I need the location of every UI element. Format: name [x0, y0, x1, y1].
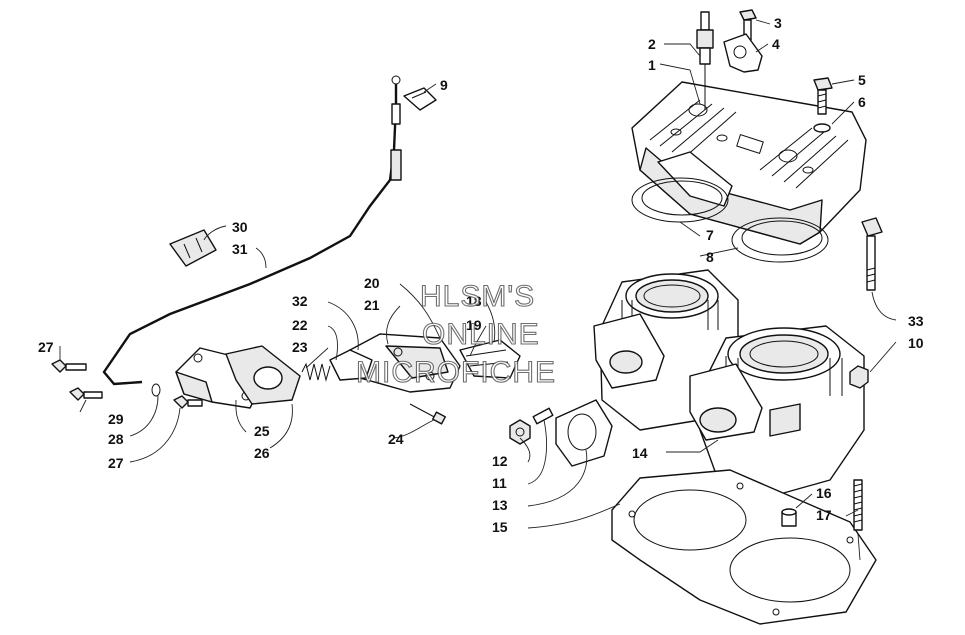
valve-spring	[301, 362, 331, 382]
callout-3: 3	[774, 15, 782, 31]
callout-31: 31	[232, 241, 248, 257]
callout-22: 22	[292, 317, 308, 333]
callout-14: 14	[632, 445, 648, 461]
cylinder-head	[631, 81, 867, 245]
watermark: HLSM'S ONLINE MICROFICHE	[355, 279, 556, 389]
exhaust-gasket	[555, 399, 613, 467]
callout-24: 24	[388, 431, 404, 447]
housing-screw	[409, 403, 446, 425]
cover-gasket	[225, 345, 301, 405]
base-gasket	[611, 469, 877, 625]
callout-21: 21	[364, 297, 380, 313]
control-cable	[102, 75, 402, 386]
callout-27-top: 27	[38, 339, 54, 355]
valve-blade	[329, 349, 373, 381]
callout-5: 5	[858, 72, 866, 88]
head-gaskets	[631, 177, 829, 263]
callouts: 1 2 3 4 5 6 7 8 9 30 31 33 10 27 29 28 2…	[38, 15, 924, 535]
callout-28: 28	[108, 431, 124, 447]
watermark-line-3: MICROFICHE	[356, 356, 556, 389]
flange-nut	[509, 419, 531, 445]
callout-17: 17	[816, 507, 832, 523]
callout-27-bottom: 27	[108, 455, 124, 471]
callout-12: 12	[492, 453, 508, 469]
callout-29: 29	[108, 411, 124, 427]
nut-10	[849, 365, 869, 389]
callout-6: 6	[858, 94, 866, 110]
callout-13: 13	[492, 497, 508, 513]
callout-26: 26	[254, 445, 270, 461]
leader-lines	[59, 19, 897, 561]
callout-30: 30	[232, 219, 248, 235]
callout-4: 4	[772, 36, 780, 52]
screw-27-lower	[173, 395, 203, 409]
callout-7: 7	[706, 227, 714, 243]
washer-6	[813, 123, 831, 133]
exhaust-stud	[532, 407, 554, 425]
watermark-line-2: ONLINE	[422, 318, 540, 351]
callout-15: 15	[492, 519, 508, 535]
callout-19: 19	[466, 317, 482, 333]
bolt-5	[813, 77, 833, 115]
cable-holder	[169, 229, 217, 267]
callout-1: 1	[648, 57, 656, 73]
callout-11: 11	[492, 475, 507, 491]
callout-33: 33	[908, 313, 924, 329]
callout-25: 25	[254, 423, 270, 439]
callout-32: 32	[292, 293, 308, 309]
callout-10: 10	[908, 335, 924, 351]
lift-bracket	[723, 33, 763, 73]
callout-23: 23	[292, 339, 308, 355]
stud	[853, 479, 863, 531]
callout-8: 8	[706, 249, 714, 265]
valve-bracket	[459, 339, 521, 379]
cylinder-block	[593, 269, 865, 495]
callout-20: 20	[364, 275, 380, 291]
callout-9: 9	[440, 77, 448, 93]
screw-29	[69, 387, 103, 401]
dowel-pin	[781, 508, 797, 527]
callout-16: 16	[816, 485, 832, 501]
screw-27-upper	[51, 359, 87, 373]
valve-housing	[349, 333, 461, 393]
cable-clip	[403, 87, 437, 111]
callout-18: 18	[466, 293, 482, 309]
spark-plug	[696, 11, 714, 110]
callout-2: 2	[648, 36, 656, 52]
long-bolt	[861, 217, 883, 291]
o-ring-28	[151, 383, 161, 397]
watermark-line-1: HLSM'S	[420, 280, 535, 313]
